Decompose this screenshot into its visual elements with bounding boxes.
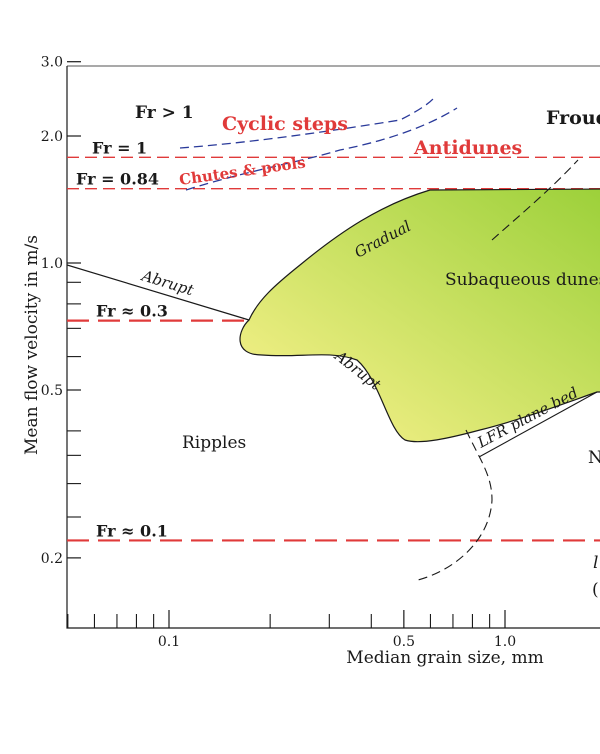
label-no-bedforms: N: [588, 448, 600, 468]
label-subaqueous-dunes: Subaqueous dunes: [445, 270, 600, 290]
label-froude: Froud: [546, 107, 600, 129]
axis-frame: [66, 66, 600, 629]
froude-line-label: Fr = 1: [92, 138, 147, 157]
label-fr-gt-1: Fr > 1: [135, 103, 194, 123]
antidune-boundary: [491, 159, 579, 241]
label-antidunes: Antidunes: [413, 137, 522, 159]
y-tick-label: 1.0: [41, 256, 63, 272]
subaqueous-dunes-field: [239, 188, 600, 443]
axis-titles: Median grain size, mm Mean flow velocity…: [22, 235, 544, 668]
froude-line-label: Fr ≈ 0.1: [96, 521, 168, 540]
ripple-noBedform-boundary: [417, 429, 493, 581]
froude-line-label: Fr = 0.84: [76, 170, 159, 189]
label-chutes-pools: Chutes & pools: [178, 153, 307, 189]
boundary-curves: [67, 98, 600, 581]
x-tick-label: 0.5: [393, 634, 415, 650]
x-axis-title: Median grain size, mm: [346, 648, 543, 668]
y-tick-label: 0.5: [41, 383, 63, 399]
label-clipped-2: (: [592, 580, 599, 600]
label-ripples: Ripples: [182, 433, 246, 453]
froude-line-label: Fr ≈ 0.3: [96, 302, 168, 321]
chute-boundary-upper: [179, 98, 434, 149]
y-tick-label: 2.0: [41, 129, 63, 145]
ripple-dune-abrupt-boundary: [67, 264, 250, 321]
lfr-plane-bed-boundary: [478, 391, 598, 458]
label-clipped-1: l: [593, 553, 598, 573]
froude-line-labels: Fr = 1 Fr = 0.84 Fr ≈ 0.3 Fr ≈ 0.1: [76, 138, 168, 540]
y-axis-title: Mean flow velocity in m/s: [22, 235, 42, 455]
chute-boundary-lower: [185, 107, 458, 191]
y-tick-label: 3.0: [41, 55, 63, 71]
x-tick-label: 0.1: [158, 634, 180, 650]
x-tick-label: 1.0: [494, 634, 516, 650]
y-tick-label: 0.2: [41, 551, 63, 567]
label-abrupt-upper: Abrupt: [138, 266, 197, 300]
label-cyclic-steps: Cyclic steps: [222, 113, 348, 135]
axes: 0.2 0.5 1.0 2.0 3.0 0.1 0.5 1.0: [41, 55, 600, 650]
